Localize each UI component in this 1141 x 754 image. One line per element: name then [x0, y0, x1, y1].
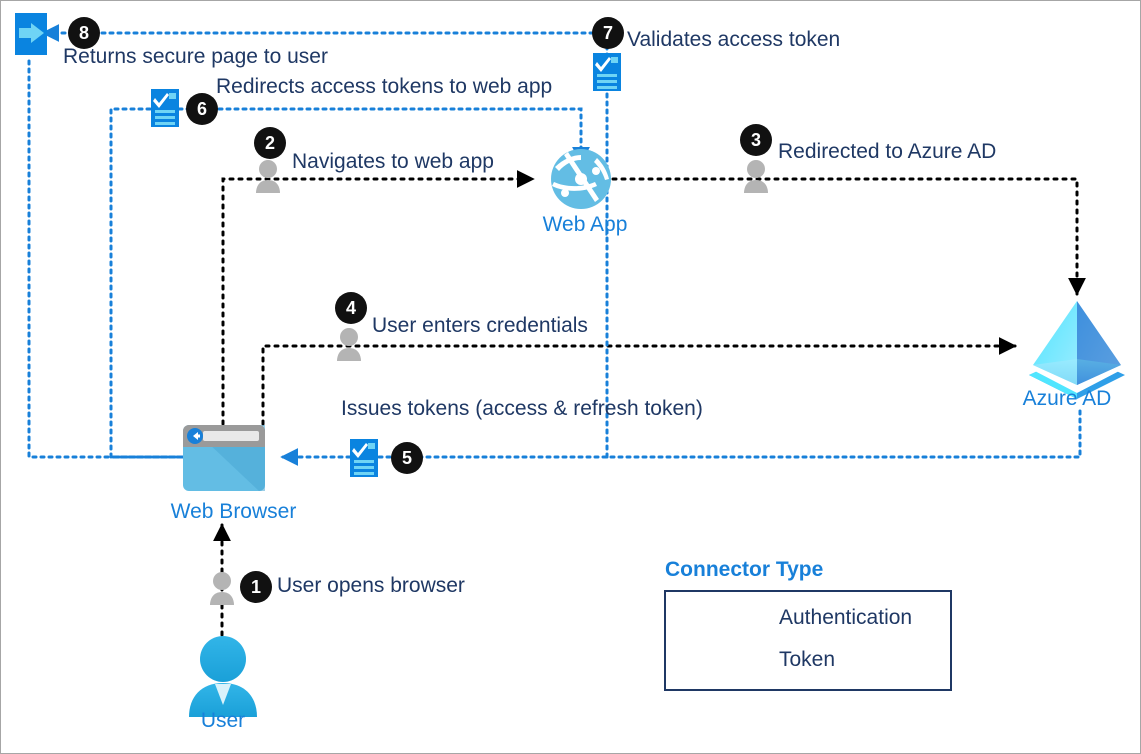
- user-person-icon: [189, 636, 257, 717]
- step-text-4: User enters credentials: [372, 314, 588, 337]
- connector-step-8-tail: [27, 59, 213, 466]
- browser-window-icon: [183, 425, 265, 491]
- step-text-5: Issues tokens (access & refresh token): [341, 397, 703, 420]
- step-badge-7[interactable]: 7: [592, 17, 624, 49]
- return-arrow-icon: [15, 13, 47, 55]
- step-text-1: User opens browser: [277, 574, 465, 597]
- connector-step-2: [221, 170, 535, 435]
- step-text-6: Redirects access tokens to web app: [216, 75, 553, 98]
- step-badge-4[interactable]: 4: [335, 292, 367, 324]
- step-badge-5[interactable]: 5: [391, 442, 423, 474]
- step-text-7: Validates access token: [627, 28, 841, 51]
- person-marker-step-3: [744, 160, 768, 193]
- token-icon-step-7: [593, 53, 621, 91]
- globe-network-icon: [551, 149, 611, 209]
- node-label-web-browser: Web Browser: [170, 500, 297, 523]
- node-label-web-app: Web App: [542, 213, 628, 236]
- connector-step-4: [261, 337, 1017, 435]
- connector-step-3: [611, 177, 1086, 296]
- legend-title: Connector Type: [665, 558, 824, 581]
- step-text-3: Redirected to Azure AD: [778, 140, 997, 163]
- legend-label-token: Token: [779, 648, 836, 671]
- step-text-8: Returns secure page to user: [63, 45, 328, 68]
- legend-label-authentication: Authentication: [779, 606, 913, 629]
- person-marker-step-4: [337, 328, 361, 361]
- person-marker-step-2: [256, 160, 280, 193]
- step-badge-3[interactable]: 3: [740, 124, 772, 156]
- connector-step-5: [280, 409, 1082, 466]
- step-badge-6[interactable]: 6: [186, 93, 218, 125]
- person-marker-step-1: [210, 572, 234, 605]
- legend-box: [664, 590, 952, 691]
- step-badge-1[interactable]: 1: [240, 571, 272, 603]
- azure-ad-diamond-icon: [1029, 301, 1125, 399]
- node-label-user: User: [200, 709, 246, 732]
- step-badge-8[interactable]: 8: [68, 17, 100, 49]
- node-label-azure-ad: Azure AD: [1022, 387, 1112, 410]
- token-icon-step-5: [350, 439, 378, 477]
- token-icon-step-6: [151, 89, 179, 127]
- step-badge-2[interactable]: 2: [254, 127, 286, 159]
- connector-step-6: [109, 107, 590, 459]
- step-text-2: Navigates to web app: [292, 150, 494, 173]
